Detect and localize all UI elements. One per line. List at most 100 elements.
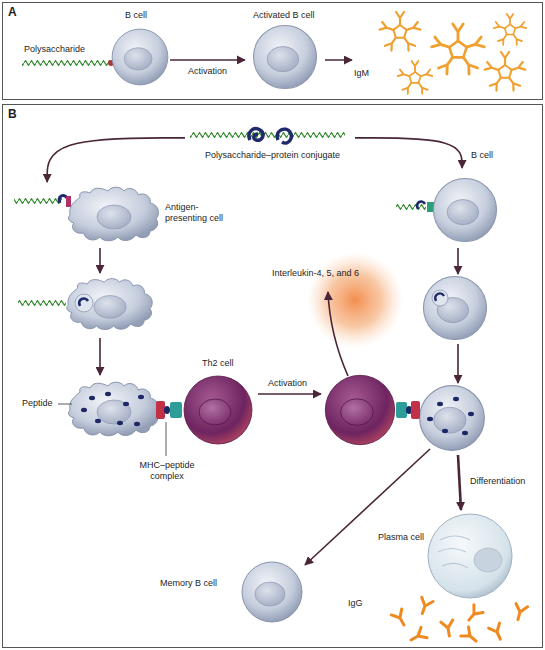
figure-part [95, 419, 101, 423]
arrow-connector [170, 59, 245, 61]
polysaccharide-chain [396, 204, 426, 210]
callout-label: MHC–peptide complex [136, 460, 198, 482]
step-label: Differentiation [470, 476, 525, 487]
th2-body [325, 375, 394, 444]
igg-antibody [391, 609, 409, 628]
igg-antibody [441, 620, 455, 637]
protein-carrier [59, 196, 67, 203]
b-cell-body [242, 562, 302, 622]
leader-line [166, 422, 167, 456]
mhc-molecule [156, 401, 165, 419]
figure-part [468, 412, 474, 416]
protein-carrier [417, 202, 425, 209]
th2-body [184, 376, 252, 444]
peptide [164, 406, 170, 414]
vesicle [432, 290, 448, 306]
edge-label: Activation [188, 66, 227, 77]
arrow [328, 292, 348, 376]
b-cell: B cell [395, 168, 505, 246]
t-cell-receptor [170, 402, 182, 418]
th2-cell: Th2 cell [185, 356, 257, 448]
apc-body [67, 279, 152, 330]
endoplasmic-reticulum [438, 536, 470, 568]
protein-carrier [79, 299, 88, 306]
leader-line [58, 404, 72, 405]
activated-b-cell: Activated B cell [245, 8, 325, 90]
figure-part [453, 397, 459, 401]
b-cell-body [420, 386, 485, 451]
panel-b-art [14, 129, 528, 646]
t-cell-receptor [396, 402, 407, 418]
step-label: Differentiation [470, 476, 525, 487]
arrow [99, 248, 101, 273]
cell-label: Antigen-presenting cell [165, 202, 233, 224]
igm-pentamer [494, 14, 526, 45]
protein-carrier [435, 294, 444, 301]
figure-part [427, 417, 433, 421]
b-cell-body [112, 29, 168, 85]
step-label: Activation [268, 378, 307, 389]
panel-letter: B [8, 108, 17, 121]
plasma-cell: Plasma cell [375, 512, 515, 600]
cell-label: Plasma cell [378, 532, 424, 543]
arrow [457, 248, 459, 274]
igg-antibody [464, 605, 483, 624]
arrow-connector [47, 138, 185, 182]
structure-label: Polysaccharide [24, 44, 85, 55]
cell-label: IgG [348, 598, 363, 609]
b-cell: B cell [108, 8, 170, 90]
connectors [47, 60, 462, 182]
b-cell-body [424, 277, 487, 340]
edge-label: Activation [188, 66, 227, 77]
figure-part [437, 402, 443, 406]
cell-label: Interleukin-4, 5, and 6 [272, 268, 359, 279]
receptor [427, 202, 434, 212]
panel-letter: A [8, 6, 17, 19]
igg-antibodies: IgG [345, 592, 535, 646]
memory-b-cell: Memory B cell [155, 558, 305, 626]
panel-frame: B Polysaccharide–protein conjugateAntigen… [2, 104, 543, 648]
receptor [66, 196, 71, 207]
cell-label: IgM [354, 68, 369, 79]
conjugate-antigen: Polysaccharide–protein conjugate [185, 128, 355, 166]
cytokine-cloud [307, 252, 403, 348]
figure-part [105, 392, 111, 396]
plasma-cell-body [428, 514, 512, 598]
cell-label: Memory B cell [160, 578, 217, 589]
mhc-molecule [411, 401, 420, 419]
nucleus [474, 548, 502, 572]
cell-label: Th2 cell [202, 358, 234, 369]
cell-label: Polysaccharide–protein conjugate [205, 150, 340, 161]
cell-label: B cell [125, 10, 147, 21]
figure-part [462, 431, 468, 435]
arrow [458, 455, 461, 510]
igg-antibody [417, 597, 433, 615]
structure-label: Polysaccharide [24, 44, 85, 55]
cell-label: B cell [471, 150, 493, 161]
igg-antibody [408, 627, 427, 645]
arrow [99, 338, 101, 375]
protein-carrier [249, 129, 263, 141]
figure-part [89, 396, 95, 400]
arrow-connector [325, 59, 352, 61]
callout-label: MHC–peptide complex [136, 460, 198, 482]
figure-part [134, 422, 140, 426]
polysaccharide-chain [22, 60, 110, 66]
figure-part [138, 395, 144, 399]
figure-part [117, 421, 123, 425]
peptide-dots [81, 392, 144, 426]
arrow [305, 449, 430, 565]
arrow [457, 344, 459, 383]
vesicle [75, 294, 93, 312]
igg-antibody [461, 627, 480, 646]
interleukin-cloud: Interleukin-4, 5, and 6 [268, 262, 410, 342]
b-cell-body [434, 179, 497, 242]
igm-pentamer [398, 61, 432, 94]
igm-pentamer [432, 24, 485, 74]
figure-part [81, 408, 87, 412]
igg-antibody [489, 623, 506, 642]
protein-carrier [277, 129, 291, 143]
